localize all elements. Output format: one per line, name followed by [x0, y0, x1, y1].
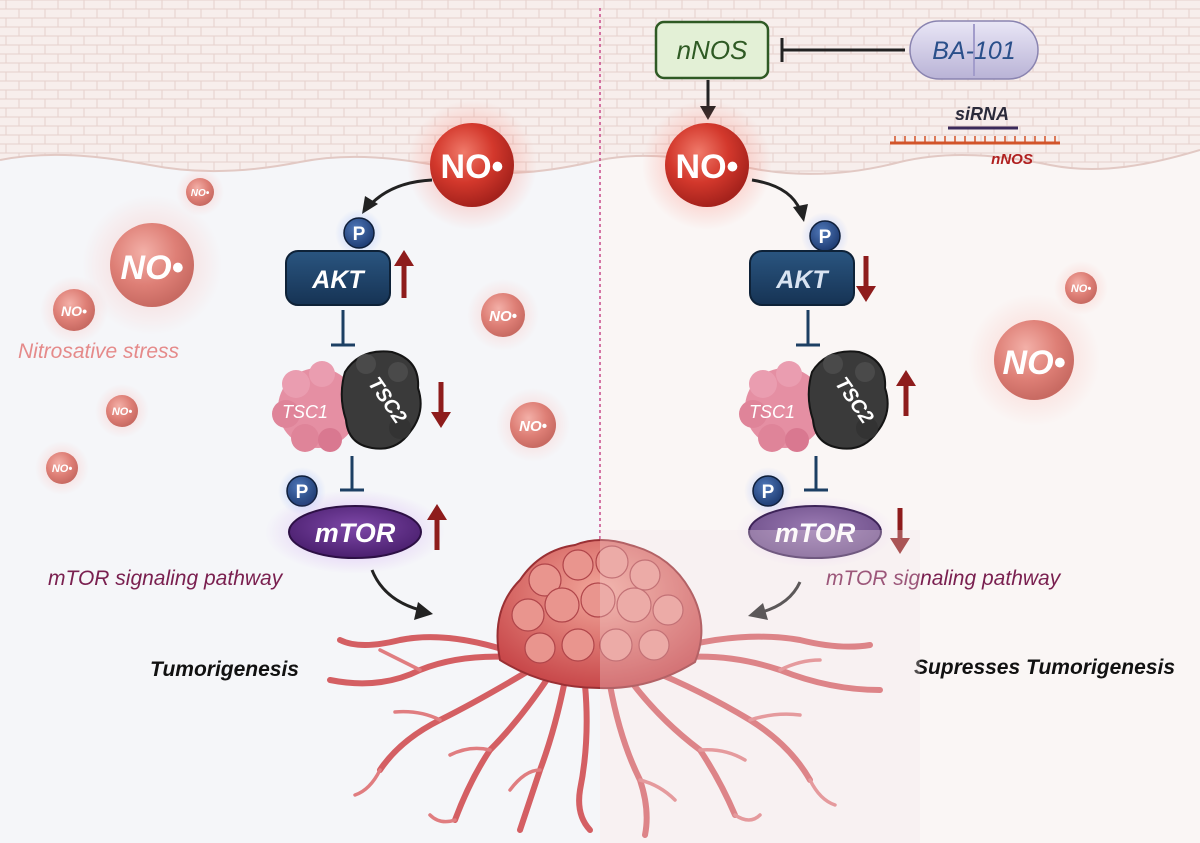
svg-text:siRNA: siRNA — [955, 104, 1009, 124]
ba101-drug-pill: BA-101 — [909, 20, 1039, 80]
phospho-badge: P — [335, 209, 383, 257]
svg-text:NO•: NO• — [489, 308, 517, 325]
sirna-icon: siRNA nNOS — [890, 104, 1060, 168]
mtor-pathway-label-right: mTOR signaling pathway — [826, 567, 1062, 590]
inhibition-bar-icon — [340, 456, 364, 492]
no-particle: NO• — [82, 195, 222, 335]
svg-text:BA-101: BA-101 — [932, 37, 1015, 65]
no-particle: NO• — [496, 388, 570, 462]
activation-arrow — [370, 569, 421, 612]
svg-text:P: P — [762, 482, 775, 503]
tumorigenesis-label: Tumorigenesis — [150, 658, 299, 681]
svg-text:NO•: NO• — [112, 406, 133, 418]
svg-text:nNOS: nNOS — [677, 35, 748, 65]
svg-text:nNOS: nNOS — [991, 151, 1033, 168]
tsc1-protein: TSC1 — [272, 361, 358, 452]
tsc2-protein: TSC2 — [340, 350, 422, 450]
svg-text:mTOR: mTOR — [315, 518, 396, 548]
no-molecule: NO• — [642, 100, 772, 230]
down-arrow-icon — [856, 256, 876, 302]
no-particle: NO• — [35, 441, 89, 495]
down-arrow-icon — [431, 382, 451, 428]
svg-text:AKT: AKT — [775, 266, 830, 294]
no-particle: NO• — [176, 168, 224, 216]
suppresses-tumorigenesis-label: Supresses Tumorigenesis — [914, 656, 1175, 679]
mtor-protein: mTOR — [265, 490, 445, 574]
svg-text:NO•: NO• — [121, 249, 184, 287]
svg-text:NO•: NO• — [441, 148, 504, 186]
phospho-badge: P — [801, 212, 849, 260]
up-arrow-icon — [394, 250, 414, 298]
akt-protein: AKT — [749, 250, 855, 306]
no-particle: NO• — [40, 276, 108, 344]
mtor-pathway-label-left: mTOR signaling pathway — [48, 567, 284, 590]
nnos-enzyme: nNOS — [654, 20, 770, 80]
up-arrow-icon — [896, 370, 916, 416]
down-arrow-icon — [890, 508, 910, 554]
svg-text:NO•: NO• — [52, 463, 73, 475]
svg-text:NO•: NO• — [191, 188, 210, 199]
activation-arrow — [761, 581, 802, 614]
tumor-icon — [327, 530, 920, 843]
tsc1-protein: TSC1 — [739, 361, 825, 452]
svg-text:NO•: NO• — [1003, 344, 1066, 382]
nitrosative-stress-label: Nitrosative stress — [18, 340, 180, 363]
svg-text:AKT: AKT — [311, 266, 366, 294]
no-particle: NO• — [1054, 261, 1108, 315]
svg-text:TSC1: TSC1 — [282, 402, 328, 422]
svg-text:NO•: NO• — [519, 418, 547, 435]
no-particle: NO• — [467, 279, 539, 351]
svg-text:P: P — [819, 227, 832, 248]
svg-text:NO•: NO• — [676, 148, 739, 186]
inhibition-bar-icon — [804, 456, 828, 492]
inhibition-bar-icon — [780, 38, 905, 62]
inhibition-bar-icon — [331, 310, 355, 347]
no-molecule: NO• — [407, 100, 537, 230]
mtor-protein: mTOR — [735, 496, 895, 568]
svg-text:mTOR: mTOR — [775, 518, 856, 548]
svg-text:P: P — [353, 224, 366, 245]
svg-text:TSC1: TSC1 — [749, 402, 795, 422]
no-particle: NO• — [968, 294, 1100, 426]
svg-text:NO•: NO• — [1071, 283, 1092, 295]
inhibition-bar-icon — [796, 310, 820, 347]
up-arrow-icon — [427, 504, 447, 550]
no-particle: NO• — [95, 384, 149, 438]
akt-protein: AKT — [285, 250, 391, 306]
activation-arrow — [368, 178, 433, 207]
tsc2-protein: TSC2 — [807, 350, 889, 450]
svg-text:NO•: NO• — [61, 303, 87, 319]
